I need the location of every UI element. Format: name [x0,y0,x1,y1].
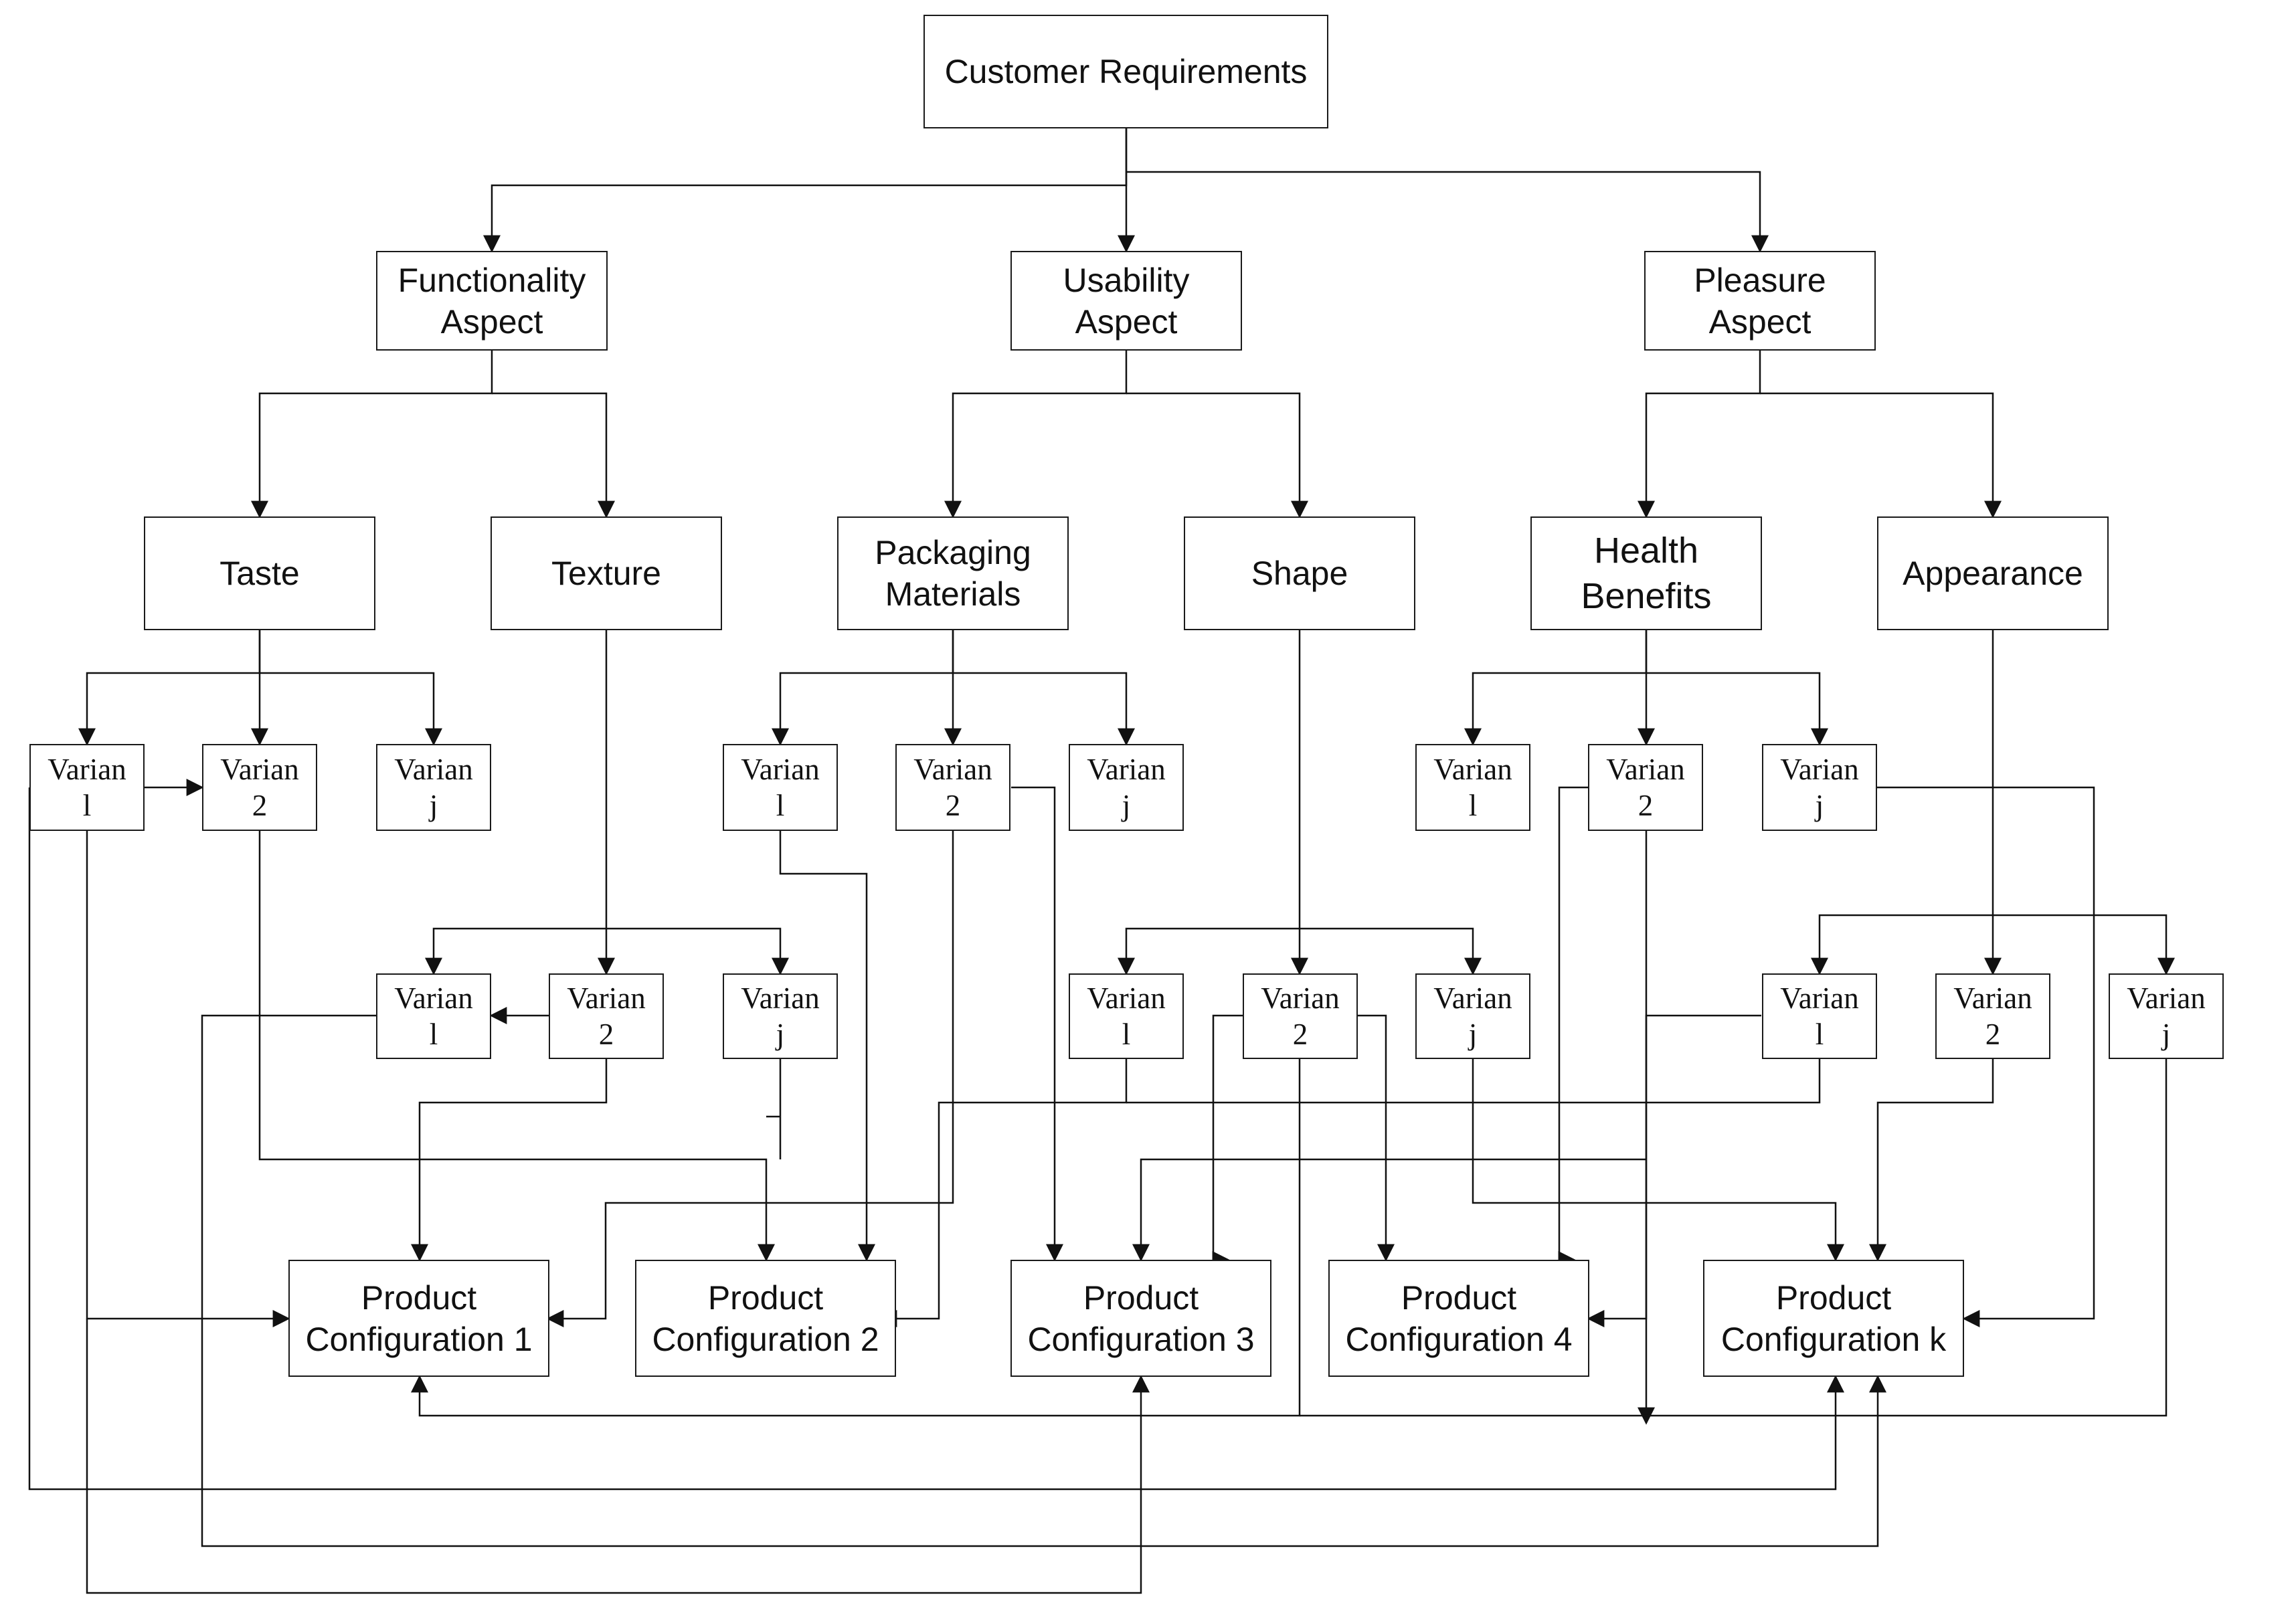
health-variant-j: Varian j [1762,744,1877,831]
texture-variant-2: Varian 2 [549,973,664,1059]
texture-variant-j: Varian j [723,973,838,1059]
pleasure-aspect-box: Pleasure Aspect [1644,251,1876,351]
texture-label: Texture [551,555,661,592]
variant-label: Varian 2 [567,981,646,1051]
product-configuration-label: Product Configuration 2 [652,1278,879,1358]
health-variant-1: Varian l [1415,744,1530,831]
variant-label: Varian l [394,981,473,1051]
variant-label: Varian j [394,753,473,822]
health-variant-2: Varian 2 [1588,744,1703,831]
health-benefits-label: Health Benefits [1581,531,1712,616]
usability-aspect-label: Usability Aspect [1063,261,1190,341]
variant-label: Varian l [1433,753,1512,822]
usability-aspect-box: Usability Aspect [1010,251,1242,351]
product-configuration-4: Product Configuration 4 [1328,1260,1589,1377]
appearance-variant-1: Varian l [1762,973,1877,1059]
product-configuration-2: Product Configuration 2 [635,1260,896,1377]
product-configuration-1: Product Configuration 1 [288,1260,549,1377]
variant-label: Varian j [741,981,820,1051]
variant-label: Varian j [1087,753,1166,822]
appearance-box: Appearance [1877,516,2109,630]
shape-box: Shape [1184,516,1415,630]
variant-label: Varian l [48,753,126,822]
shape-variant-1: Varian l [1069,973,1184,1059]
appearance-label: Appearance [1903,555,2083,592]
taste-variant-1: Varian l [29,744,145,831]
taste-label: Taste [219,555,300,592]
customer-requirements-box: Customer Requirements [923,15,1328,128]
taste-variant-2: Varian 2 [202,744,317,831]
packaging-variant-1: Varian l [723,744,838,831]
customer-requirements-label: Customer Requirements [944,53,1308,90]
product-configuration-label: Product Configuration 3 [1027,1278,1255,1358]
packaging-variant-2: Varian 2 [895,744,1010,831]
texture-variant-1: Varian l [376,973,491,1059]
product-configuration-label: Product Configuration 4 [1345,1278,1573,1358]
texture-box: Texture [491,516,722,630]
variant-label: Varian 2 [913,753,992,822]
variant-label: Varian l [1087,981,1166,1051]
product-configuration-k: Product Configuration k [1703,1260,1964,1377]
shape-variant-2: Varian 2 [1243,973,1358,1059]
variant-label: Varian j [1433,981,1512,1051]
variant-label: Varian l [1780,981,1859,1051]
variant-label: Varian j [2127,981,2206,1051]
variant-label: Varian 2 [1261,981,1340,1051]
functionality-aspect-box: Functionality Aspect [376,251,608,351]
appearance-variant-2: Varian 2 [1935,973,2050,1059]
taste-box: Taste [144,516,375,630]
shape-label: Shape [1251,555,1348,592]
packaging-materials-label: Packaging Materials [875,534,1031,613]
variant-label: Varian l [741,753,820,822]
variant-label: Varian 2 [1953,981,2032,1051]
taste-variant-j: Varian j [376,744,491,831]
variant-label: Varian 2 [220,753,299,822]
packaging-variant-j: Varian j [1069,744,1184,831]
product-configuration-3: Product Configuration 3 [1010,1260,1271,1377]
product-configuration-label: Product Configuration 1 [305,1278,533,1358]
pleasure-aspect-label: Pleasure Aspect [1694,261,1826,341]
product-configuration-label: Product Configuration k [1720,1278,1947,1358]
variant-label: Varian 2 [1606,753,1685,822]
health-benefits-box: Health Benefits [1530,516,1762,630]
packaging-materials-box: Packaging Materials [837,516,1069,630]
functionality-aspect-label: Functionality Aspect [398,261,586,341]
shape-variant-j: Varian j [1415,973,1530,1059]
appearance-variant-j: Varian j [2109,973,2224,1059]
variant-label: Varian j [1780,753,1859,822]
